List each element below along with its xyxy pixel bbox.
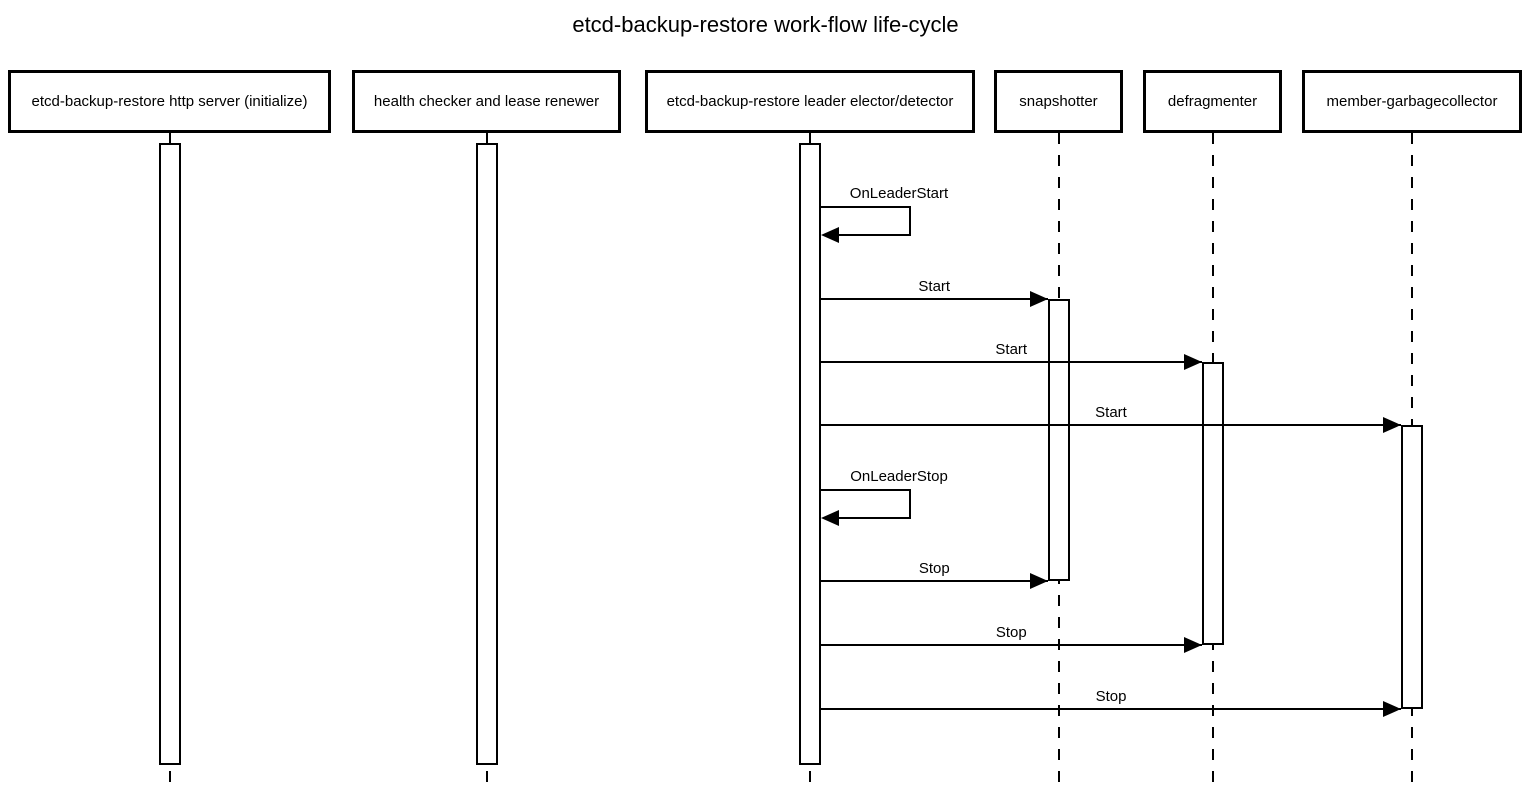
message-label: Start <box>918 278 951 295</box>
participant-label-leader-elector: etcd-backup-restore leader elector/detec… <box>666 93 954 110</box>
arrowhead-right-icon <box>1183 354 1202 370</box>
message-line <box>821 298 1048 300</box>
participant-box-defragmenter <box>1143 70 1282 133</box>
message-label: OnLeaderStart <box>849 185 949 202</box>
message-line <box>821 361 1202 363</box>
self-message-right-line <box>909 206 911 236</box>
self-message-top-line <box>821 206 911 208</box>
activation-bar-leader-elector <box>799 143 821 765</box>
arrowhead-left-icon <box>821 510 839 526</box>
participant-box-http-server <box>8 70 331 133</box>
self-message-bottom-line <box>835 517 911 519</box>
activation-bar-http-server <box>158 143 181 765</box>
activation-bar-health-checker <box>475 143 498 765</box>
participant-label-snapshotter: snapshotter <box>1019 93 1098 110</box>
arrowhead-right-icon <box>1029 291 1048 307</box>
message-label: Start <box>995 341 1028 358</box>
participant-label-defragmenter: defragmenter <box>1167 93 1258 110</box>
message-line <box>821 708 1401 710</box>
message-label: Stop <box>918 560 950 577</box>
arrowhead-right-icon <box>1183 637 1202 653</box>
message-label: Start <box>1095 404 1127 421</box>
self-message-right-line <box>909 489 911 519</box>
arrowhead-right-icon <box>1029 573 1048 589</box>
message-label: Stop <box>995 624 1027 641</box>
arrowhead-left-icon <box>821 227 839 243</box>
self-message-top-line <box>821 489 911 491</box>
arrowhead-right-icon <box>1383 701 1401 717</box>
diagram-title: etcd-backup-restore work-flow life-cycle <box>572 12 959 37</box>
message-line <box>821 424 1401 426</box>
activation-bar-member-garbagecollector <box>1401 425 1423 709</box>
message-line <box>821 580 1048 582</box>
message-label: Stop <box>1095 688 1127 705</box>
activation-bar-defragmenter <box>1201 362 1224 645</box>
activation-bar-snapshotter <box>1047 299 1070 581</box>
message-line <box>821 644 1202 646</box>
participant-box-snapshotter <box>994 70 1123 133</box>
participant-label-member-garbagecollector: member-garbagecollector <box>1326 93 1498 110</box>
participant-label-http-server: etcd-backup-restore http server (initial… <box>31 93 308 110</box>
participant-box-health-checker <box>352 70 621 133</box>
message-label: OnLeaderStop <box>850 468 948 485</box>
participant-label-health-checker: health checker and lease renewer <box>373 93 600 110</box>
self-message-bottom-line <box>835 234 911 236</box>
participant-box-leader-elector <box>645 70 975 133</box>
arrowhead-right-icon <box>1383 417 1401 433</box>
participant-box-member-garbagecollector <box>1302 70 1522 133</box>
